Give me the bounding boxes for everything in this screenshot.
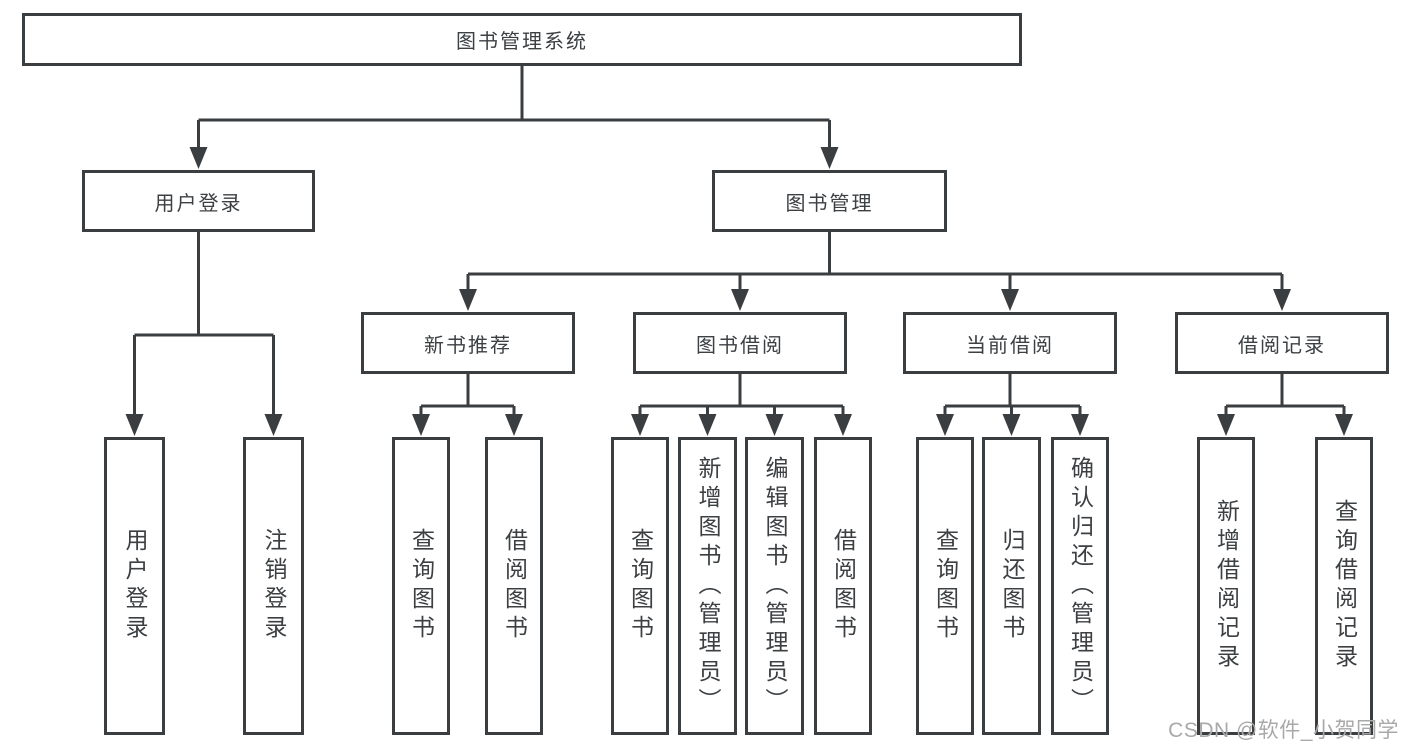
leaf-user-login: 用户登录: [104, 437, 165, 735]
leaf-borrow-books-borrow: 借阅图书: [814, 437, 872, 735]
leaf-user-login-label: 用户登录: [122, 528, 148, 644]
leaf-query-books-recommend: 查询图书: [392, 437, 450, 735]
leaf-query-books-current-label: 查询图书: [932, 528, 959, 644]
leaf-add-book-admin: 新增图书（管理员）: [678, 437, 737, 735]
leaf-query-books-borrow: 查询图书: [611, 437, 669, 735]
leaf-add-borrow-record: 新增借阅记录: [1197, 437, 1255, 735]
node-root: 图书管理系统: [22, 13, 1022, 66]
leaf-borrow-books-recommend: 借阅图书: [485, 437, 543, 735]
node-book-borrow: 图书借阅: [633, 312, 847, 374]
leaf-edit-book-admin: 编辑图书（管理员）: [745, 437, 804, 735]
node-borrow-records-label: 借阅记录: [1238, 334, 1326, 357]
node-new-book-recommend-label: 新书推荐: [424, 334, 512, 357]
leaf-borrow-books-recommend-label: 借阅图书: [501, 528, 528, 644]
node-current-borrow-label: 当前借阅: [966, 334, 1054, 357]
node-book-mgmt-label: 图书管理: [785, 192, 874, 215]
node-user-login-label: 用户登录: [154, 192, 243, 215]
leaf-return-books-label: 归还图书: [999, 528, 1025, 644]
leaf-query-borrow-record: 查询借阅记录: [1315, 437, 1373, 735]
leaf-edit-book-admin-label: 编辑图书（管理员）: [762, 455, 788, 717]
leaf-logout: 注销登录: [243, 437, 304, 735]
leaf-logout-label: 注销登录: [261, 528, 287, 644]
node-new-book-recommend: 新书推荐: [361, 312, 575, 374]
leaf-query-books-borrow-label: 查询图书: [627, 528, 654, 644]
leaf-confirm-return-admin: 确认归还（管理员）: [1051, 437, 1109, 735]
watermark-text: CSDN @软件_小贺同学: [1168, 719, 1399, 742]
node-current-borrow: 当前借阅: [903, 312, 1117, 374]
leaf-query-books-current: 查询图书: [916, 437, 974, 735]
arrowheads: [125, 147, 1353, 436]
leaf-add-book-admin-label: 新增图书（管理员）: [695, 455, 721, 717]
node-borrow-records: 借阅记录: [1175, 312, 1389, 374]
leaf-add-borrow-record-label: 新增借阅记录: [1213, 499, 1240, 673]
leaf-confirm-return-admin-label: 确认归还（管理员）: [1067, 455, 1094, 717]
node-root-label: 图书管理系统: [456, 31, 588, 53]
leaf-return-books: 归还图书: [982, 437, 1041, 735]
leaf-query-borrow-record-label: 查询借阅记录: [1331, 499, 1358, 673]
node-book-mgmt: 图书管理: [712, 170, 947, 232]
node-book-borrow-label: 图书借阅: [696, 334, 784, 357]
leaf-borrow-books-borrow-label: 借阅图书: [830, 528, 857, 644]
node-user-login: 用户登录: [82, 170, 315, 232]
leaf-query-books-recommend-label: 查询图书: [408, 528, 435, 644]
